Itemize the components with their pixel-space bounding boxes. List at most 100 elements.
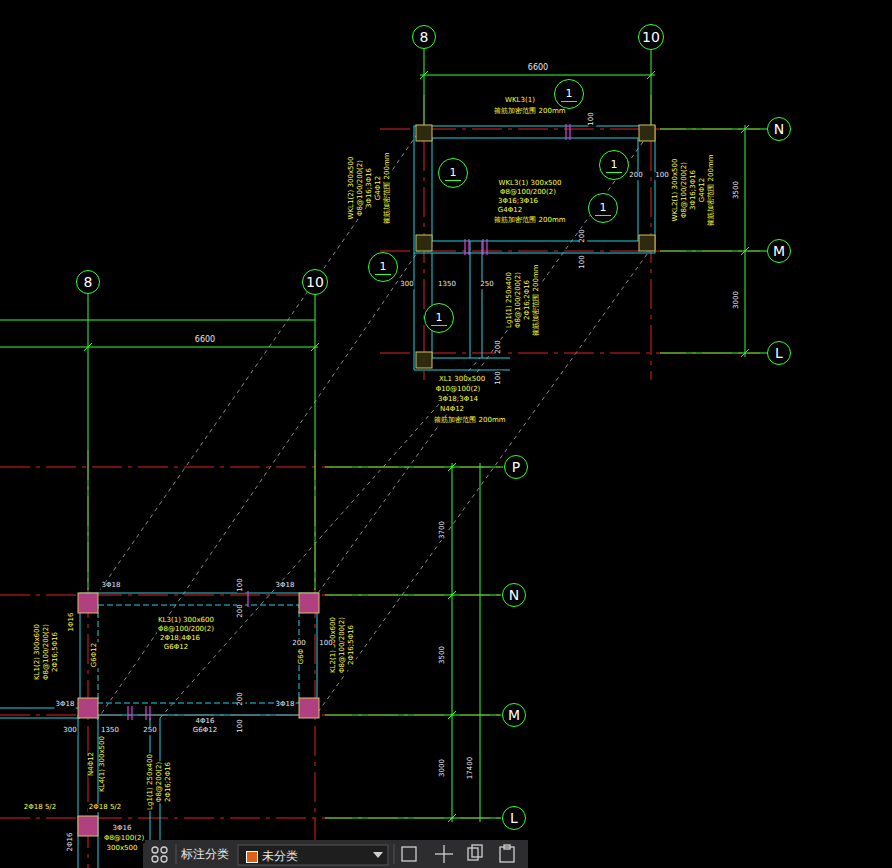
cad-line	[565, 124, 566, 140]
axis-bubble: L	[767, 341, 791, 365]
dimension-text: 6600	[194, 336, 216, 345]
dimension-text: 100	[579, 254, 587, 269]
rebar-note: 箍筋加密范围 200mm	[493, 108, 566, 116]
cad-path	[373, 852, 383, 858]
cad-line	[127, 706, 128, 720]
rebar-note: 3Φ16;3Φ16	[690, 169, 698, 211]
cad-line	[470, 241, 471, 358]
cad-line	[448, 711, 456, 719]
dimension-text: 300	[62, 727, 77, 735]
cad-line	[311, 343, 319, 351]
rebar-note: G4Φ12	[375, 175, 383, 201]
dimension-text: 100	[588, 111, 596, 126]
section-dash	[606, 172, 623, 173]
section-dash	[445, 180, 462, 181]
rebar-note: Φ8@200(2)	[156, 761, 164, 803]
cad-line	[394, 844, 395, 864]
dimension-text: 100	[654, 172, 669, 180]
rebar-note: Lg1(1) 250x400	[147, 753, 155, 811]
cad-line	[131, 706, 132, 720]
rebar-note: 2Φ18 5/2	[23, 804, 57, 812]
cad-rect	[468, 848, 478, 860]
cad-line	[0, 320, 315, 321]
section-dash	[431, 325, 448, 326]
rebar-note: 3Φ16;3Φ16	[366, 167, 374, 209]
rebar-note: Lg1(1) 250x400	[506, 271, 514, 329]
rebar-note: N4Φ12	[88, 751, 96, 777]
axis-bubble: M	[502, 703, 526, 727]
rebar-note: Φ8@100/200(2)	[43, 623, 51, 681]
cad-rect	[98, 605, 299, 703]
cad-line	[452, 463, 453, 822]
axis-bubble: P	[504, 455, 528, 479]
dash-guides	[97, 133, 650, 720]
cad-line	[741, 247, 749, 255]
dimension-text: 100	[237, 577, 245, 592]
rebar-note: 2Φ16;5Φ16	[348, 624, 356, 666]
cad-line	[647, 71, 655, 79]
axis-bubble: M	[767, 239, 791, 263]
cad-line	[741, 125, 749, 133]
cad-line	[88, 294, 89, 590]
cad-line	[78, 715, 79, 868]
cad-circle	[152, 847, 158, 853]
cad-rect	[416, 352, 432, 368]
cad-line	[468, 239, 469, 255]
cad-line	[145, 706, 146, 720]
axis-bubble: L	[502, 806, 526, 830]
bubble-text: 8	[420, 29, 429, 45]
dimension-text: 标注分类	[180, 848, 230, 861]
cad-line	[424, 49, 425, 128]
dimension-text: 17400	[467, 756, 475, 780]
grid-lines	[0, 95, 760, 868]
bubble-text: 10	[306, 274, 324, 290]
legend-item: 未分类	[246, 848, 298, 865]
dimension-text: 1350	[437, 281, 457, 289]
rebar-note: 2Φ18;4Φ16	[159, 635, 201, 643]
dimension-lines	[0, 49, 767, 822]
cad-rect	[472, 845, 482, 857]
cad-circle	[161, 856, 167, 862]
cad-line	[0, 818, 500, 819]
section-dash	[375, 274, 392, 275]
rebar-note: WKL3(1) 300x500	[498, 180, 563, 188]
cad-line	[0, 347, 318, 348]
cad-line	[325, 818, 501, 819]
legend-text: 未分类	[262, 848, 298, 865]
section-mark: 1	[554, 79, 584, 109]
cad-line	[318, 250, 650, 712]
dimension-text: 3Φ18	[55, 701, 76, 709]
cad-line	[443, 845, 444, 863]
legend-swatch	[246, 851, 258, 863]
cad-line	[247, 591, 248, 607]
axis-bubble: 8	[76, 270, 100, 294]
section-mark: 1	[438, 158, 468, 188]
axis-bubble: 10	[302, 269, 328, 295]
dimension-text: 250	[479, 281, 494, 289]
rebar-note: G6Φ12	[163, 644, 189, 652]
cad-rect	[639, 235, 655, 251]
cad-line	[482, 241, 483, 358]
bubble-text: N	[509, 587, 519, 603]
dimension-text: 3700	[439, 520, 447, 540]
bubble-text: 1	[566, 87, 573, 100]
cad-line	[420, 71, 428, 79]
rebar-note: Φ8@100/200(2)	[357, 159, 365, 217]
rebar-note: 箍筋加密范围 200mm	[493, 217, 566, 225]
bubble-text: L	[510, 810, 518, 826]
cad-line	[325, 595, 501, 596]
bubble-text: L	[775, 345, 783, 361]
rebar-note: 3Φ18;3Φ14	[437, 396, 479, 404]
bubble-text: 1	[611, 158, 618, 171]
rebar-note: Φ8@100(2)	[103, 835, 145, 843]
cad-line	[0, 595, 500, 596]
rebar-note: Φ10@100(2)	[435, 386, 482, 394]
dimension-text: 200	[628, 172, 643, 180]
section-mark: 1	[588, 193, 618, 223]
rebar-note: 箍筋加密范围 200mm	[708, 153, 716, 226]
axis-bubble: N	[502, 583, 526, 607]
rebar-note: KL3(1) 300x600	[157, 617, 215, 625]
rebar-note: 2Φ16;5Φ16	[52, 631, 60, 673]
